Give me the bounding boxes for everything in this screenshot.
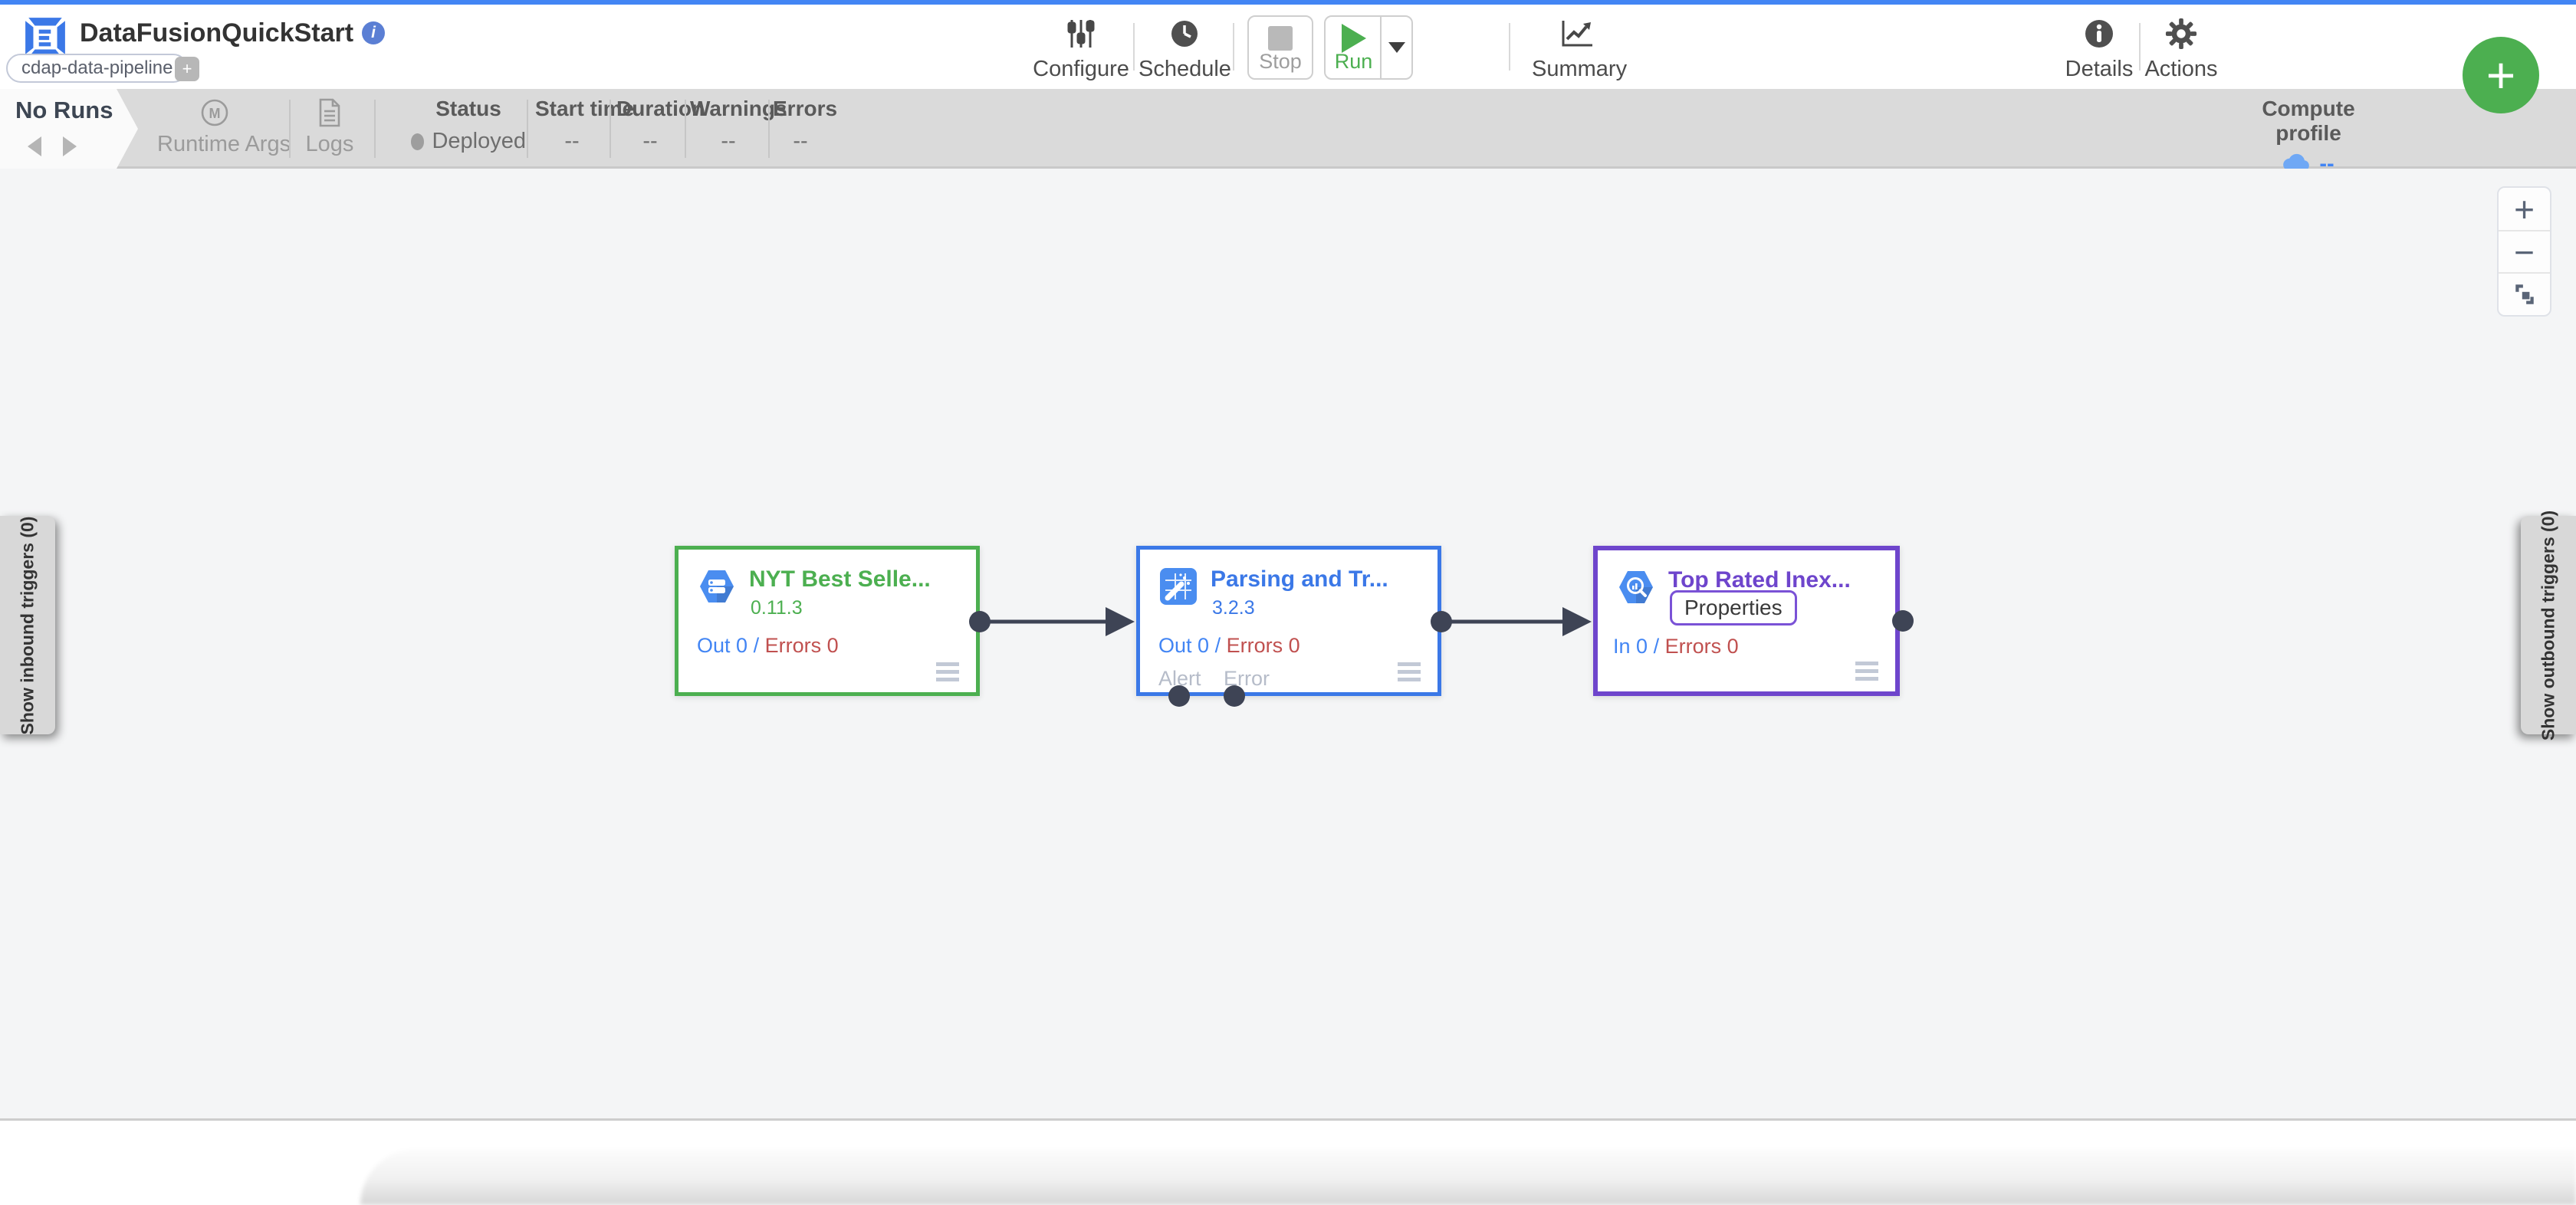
pipeline-info-icon[interactable]: i — [362, 21, 385, 44]
node-title: Parsing and Tr... — [1211, 566, 1388, 592]
actions-button[interactable]: Actions — [2143, 14, 2220, 84]
details-button[interactable]: Details — [2065, 14, 2134, 84]
stop-square-icon — [1249, 23, 1312, 54]
node-version: 0.11.3 — [751, 597, 803, 619]
divider — [374, 100, 376, 158]
run-play-icon — [1326, 23, 1382, 54]
wrangler-transform-icon — [1158, 566, 1198, 606]
pipeline-type-tag: cdap-data-pipeline — [6, 54, 189, 83]
schedule-clock-icon — [1138, 17, 1230, 51]
node-properties-button[interactable]: Properties — [1670, 590, 1797, 625]
node-menu-icon[interactable] — [936, 658, 959, 681]
actions-gear-icon — [2143, 17, 2220, 51]
run-button[interactable]: Run — [1326, 17, 1382, 78]
node-title: NYT Best Selle... — [749, 566, 931, 592]
node-port-labels: Alert Error — [1158, 667, 1270, 691]
divider — [768, 100, 770, 158]
runtime-args-icon: M — [157, 97, 272, 129]
configure-button[interactable]: Configure — [1031, 14, 1131, 84]
add-entity-fab[interactable]: + — [2463, 37, 2539, 113]
bottom-window-shadow — [360, 1149, 2576, 1205]
stop-button[interactable]: Stop — [1247, 15, 1313, 80]
node-metrics[interactable]: In 0 / Errors 0 — [1613, 635, 1739, 658]
node-menu-icon[interactable] — [1398, 658, 1421, 681]
schedule-button[interactable]: Schedule — [1138, 14, 1231, 84]
logs-document-icon — [301, 97, 359, 129]
inbound-triggers-tab[interactable]: Show inbound triggers (0) — [0, 516, 55, 734]
divider — [685, 100, 686, 158]
summary-chart-icon — [1532, 17, 1624, 51]
canvas-zoom-controls: + − — [2497, 186, 2551, 317]
fit-to-screen-button[interactable] — [2499, 272, 2550, 314]
top-accent-bar — [0, 0, 2576, 5]
next-run-arrow[interactable] — [63, 136, 77, 156]
node-version: 3.2.3 — [1212, 597, 1255, 619]
add-tag-button[interactable]: + — [175, 57, 199, 81]
pipeline-title: DataFusionQuickStart — [80, 18, 354, 48]
divider — [289, 100, 291, 158]
divider — [1233, 23, 1234, 71]
divider — [1509, 23, 1510, 71]
node-metrics[interactable]: Out 0 / Errors 0 — [697, 634, 839, 657]
svg-text:M: M — [209, 106, 221, 121]
cdap-logo-icon — [23, 15, 67, 60]
divider — [610, 100, 611, 158]
node-menu-icon[interactable] — [1855, 658, 1878, 681]
errors-column: Errors -- — [773, 97, 838, 153]
pipeline-header: DataFusionQuickStart i cdap-data-pipelin… — [0, 5, 2576, 113]
summary-button[interactable]: Summary — [1532, 14, 1627, 84]
details-info-icon — [2065, 17, 2134, 51]
logs-button[interactable]: Logs — [301, 95, 359, 163]
configure-sliders-icon — [1031, 17, 1131, 51]
node-title: Top Rated Inex... — [1668, 567, 1851, 593]
start-time-column: Start time -- — [535, 97, 635, 153]
bigquery-sink-icon — [1616, 567, 1656, 607]
warnings-column: Warnings -- — [690, 97, 787, 153]
node-metrics[interactable]: Out 0 / Errors 0 — [1158, 634, 1300, 657]
pipeline-node-source[interactable]: NYT Best Selle... 0.11.3 Out 0 / Errors … — [675, 546, 980, 696]
duration-column: Duration -- — [616, 97, 705, 153]
edge-arrowhead-icon — [1562, 607, 1592, 636]
divider — [1133, 23, 1135, 71]
run-button-group: Run — [1324, 15, 1413, 80]
divider — [527, 100, 528, 158]
run-status-bar: No Runs M Runtime Args Logs — [0, 89, 2576, 176]
pipeline-node-transform[interactable]: Parsing and Tr... 3.2.3 Out 0 / Errors 0… — [1136, 546, 1441, 696]
zoom-out-button[interactable]: − — [2499, 230, 2550, 272]
compute-profile[interactable]: Compute profile -- — [2262, 97, 2355, 177]
previous-run-arrow[interactable] — [28, 136, 41, 156]
runtime-args-button[interactable]: M Runtime Args — [157, 95, 291, 163]
pipeline-node-sink[interactable]: Top Rated Inex... Properties In 0 / Erro… — [1593, 546, 1900, 696]
run-options-dropdown[interactable] — [1380, 17, 1411, 78]
outbound-triggers-tab[interactable]: Show outbound triggers (0) — [2521, 510, 2576, 740]
pipeline-canvas[interactable]: + − Show inbound triggers (0) Show outbo… — [0, 169, 2576, 1121]
zoom-in-button[interactable]: + — [2499, 188, 2550, 230]
divider — [2139, 23, 2141, 71]
status-value: Deployed — [432, 129, 526, 153]
cloud-icon — [2282, 152, 2310, 177]
edge-arrowhead-icon — [1106, 607, 1135, 636]
no-runs-label: No Runs — [15, 97, 113, 123]
chevron-down-icon — [1388, 42, 1405, 53]
status-column: Status Deployed — [411, 97, 526, 154]
gcs-source-icon — [697, 566, 737, 606]
fit-to-screen-icon — [2515, 284, 2534, 304]
bottom-surface — [0, 1123, 2576, 1205]
alert-port-label: Alert — [1158, 667, 1201, 690]
error-port-label: Error — [1224, 667, 1270, 690]
runs-navigator: No Runs — [0, 89, 138, 169]
status-dot-icon — [411, 133, 425, 150]
